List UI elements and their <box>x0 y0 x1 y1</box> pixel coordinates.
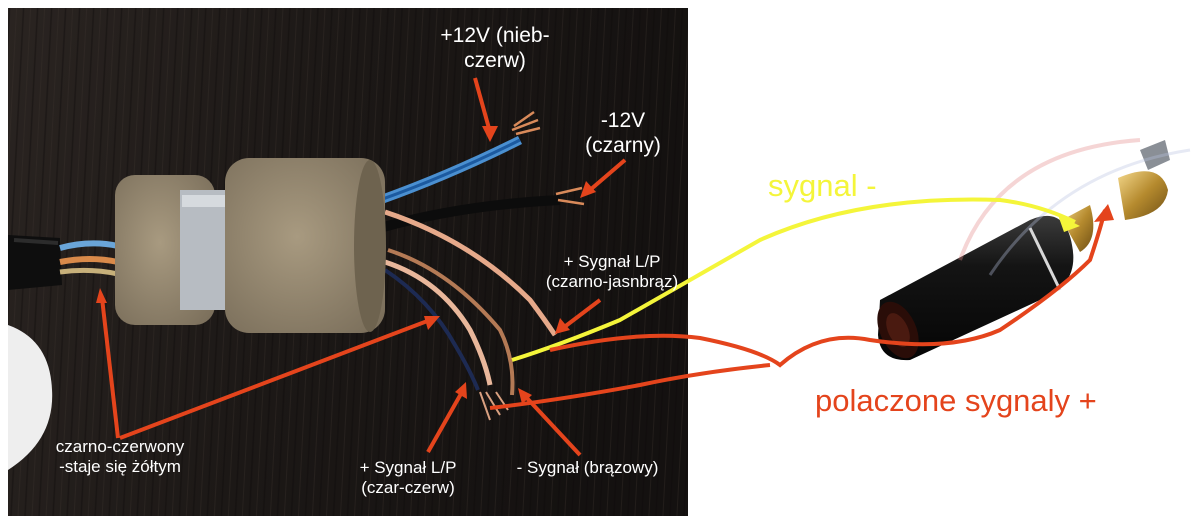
arrow-black-red-left <box>100 297 120 439</box>
label-signal-lp-2-line1: + Sygnał L/P <box>359 458 457 477</box>
label-12v-plus-line2: czerw) <box>464 48 526 72</box>
label-signal-lp-2: + Sygnał L/P (czar-czerw) <box>338 458 478 498</box>
cable-bundle <box>8 235 119 290</box>
label-signal-lp-1-line1: + Sygnał L/P <box>563 252 661 271</box>
label-polaczone-sygnaly: polaczone sygnaly + <box>815 383 1097 418</box>
arrow-12v-minus <box>588 158 627 192</box>
label-signal-minus-brown-text: - Sygnał (brązowy) <box>516 458 659 477</box>
rca-plug <box>877 140 1170 361</box>
arrow-signal-lp-2 <box>426 391 464 453</box>
label-12v-minus-line1: -12V <box>600 109 646 132</box>
label-black-red-line2: -staje się żółtym <box>59 457 181 477</box>
label-signal-lp-1: + Sygnał L/P (czarno-jasnbrąz) <box>522 252 702 292</box>
arrow-signal-lp-1 <box>561 298 602 330</box>
red-combined-line-upper <box>549 209 1107 368</box>
label-sygnal-minus: sygnal - <box>768 168 877 203</box>
label-signal-minus-brown: - Sygnał (brązowy) <box>500 458 675 478</box>
label-12v-minus-line2: (czarny) <box>585 133 661 157</box>
wires-right <box>378 135 561 396</box>
label-12v-plus: +12V (nieb- czerw) <box>425 24 565 74</box>
label-black-red-line1: czarno-czerwony <box>55 437 185 456</box>
arrow-black-red-right <box>119 318 431 440</box>
pointer-arrows <box>96 77 627 457</box>
label-12v-minus: -12V (czarny) <box>568 109 678 159</box>
copper-strands <box>479 110 585 421</box>
foam-filter <box>115 158 386 333</box>
yellow-signal-line <box>511 197 1076 362</box>
red-connector-arrowhead <box>1094 204 1114 222</box>
watermark <box>958 138 1191 276</box>
arrow-signal-brown <box>523 394 582 457</box>
label-12v-plus-line1: +12V (nieb- <box>440 24 550 47</box>
yellow-arrowhead <box>1058 215 1080 232</box>
arrow-12v-plus <box>473 77 492 133</box>
label-black-red: czarno-czerwony -staje się żółtym <box>40 437 200 477</box>
white-cloth <box>8 325 53 470</box>
label-signal-lp-1-line2: (czarno-jasnbrąz) <box>545 272 679 292</box>
label-signal-lp-2-line2: (czar-czerw) <box>361 478 455 498</box>
